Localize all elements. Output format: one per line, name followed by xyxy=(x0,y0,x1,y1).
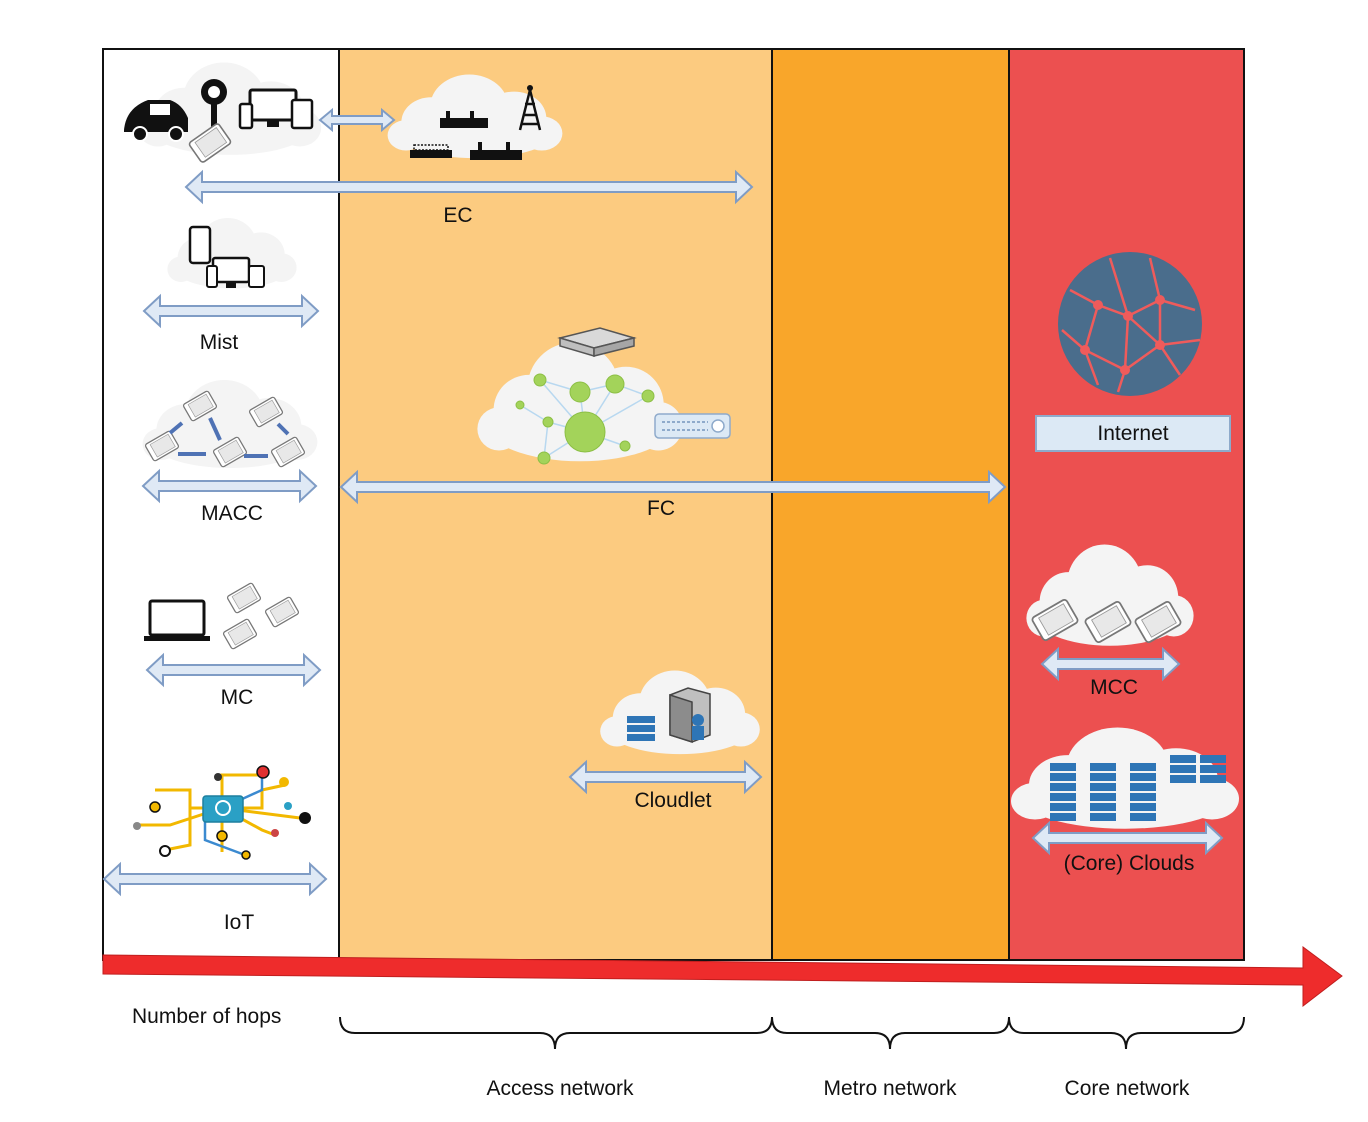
parking-meter-icon xyxy=(201,79,227,130)
ec-device-cloud xyxy=(124,62,322,164)
server-tower-icon xyxy=(669,687,711,744)
router-icon xyxy=(440,111,488,128)
mc-devices xyxy=(144,581,300,651)
ec-edge-cloud xyxy=(387,74,563,160)
car-icon xyxy=(124,100,188,142)
fog-server-icon xyxy=(557,327,637,358)
server-stack-icon xyxy=(627,716,655,741)
iot-label: IoT xyxy=(223,911,255,934)
devices-icon xyxy=(238,88,314,130)
router-icon-2 xyxy=(470,142,522,160)
iot-network xyxy=(133,765,311,860)
mcc-range-arrow xyxy=(1040,646,1181,682)
fc-range-arrow xyxy=(339,469,1007,505)
cloudlet-label: Cloudlet xyxy=(634,789,712,812)
core-clouds-cloud xyxy=(1011,727,1239,829)
core-clouds-range-arrow xyxy=(1031,820,1224,856)
mcc-label: MCC xyxy=(1090,676,1138,699)
ec-range-arrow xyxy=(184,169,754,205)
metro-zone xyxy=(771,48,1010,961)
ec-edge-link-arrow xyxy=(318,107,396,133)
internet-label-box: Internet xyxy=(1035,415,1231,452)
metro-network-label: Metro network xyxy=(823,1077,957,1100)
fog-switch-icon xyxy=(654,413,731,439)
core-brace xyxy=(1008,1016,1245,1050)
core-clouds-label: (Core) Clouds xyxy=(1063,852,1195,875)
nodes xyxy=(515,373,655,465)
macc-cloud xyxy=(142,380,318,469)
iot-range-arrow xyxy=(102,861,328,897)
access-zone xyxy=(338,48,773,961)
laptop-icon xyxy=(144,599,210,641)
cloudlet-cloud xyxy=(600,670,760,755)
hops-arrow xyxy=(102,946,1343,1008)
fc-cloud xyxy=(477,327,731,465)
ec-label: EC xyxy=(443,204,473,227)
zone-braces xyxy=(339,1016,1245,1050)
core-network-label: Core network xyxy=(1064,1077,1190,1100)
mist-range-arrow xyxy=(142,293,320,329)
range-arrows xyxy=(102,107,1224,897)
access-network-label: Access network xyxy=(486,1077,634,1100)
mc-label: MC xyxy=(220,686,254,709)
cell-tower-icon xyxy=(518,85,542,131)
mist-label: Mist xyxy=(199,331,239,354)
fc-label: FC xyxy=(647,497,675,520)
mist-cloud xyxy=(167,218,297,289)
hops-label: Number of hops xyxy=(132,1005,282,1028)
metro-brace xyxy=(771,1016,1010,1050)
internet-label: Internet xyxy=(1097,421,1169,445)
macc-label: MACC xyxy=(201,502,263,525)
macc-range-arrow xyxy=(141,468,318,504)
switch-icon xyxy=(410,144,452,158)
mc-range-arrow xyxy=(145,652,322,688)
globe-icon xyxy=(1058,252,1202,396)
mist-devices-icon xyxy=(188,225,265,288)
server-rack-icon xyxy=(1170,755,1226,783)
access-brace xyxy=(339,1016,773,1050)
hub-icon xyxy=(202,795,244,823)
cloudlet-range-arrow xyxy=(568,759,763,795)
exchange-arrows xyxy=(168,417,290,458)
